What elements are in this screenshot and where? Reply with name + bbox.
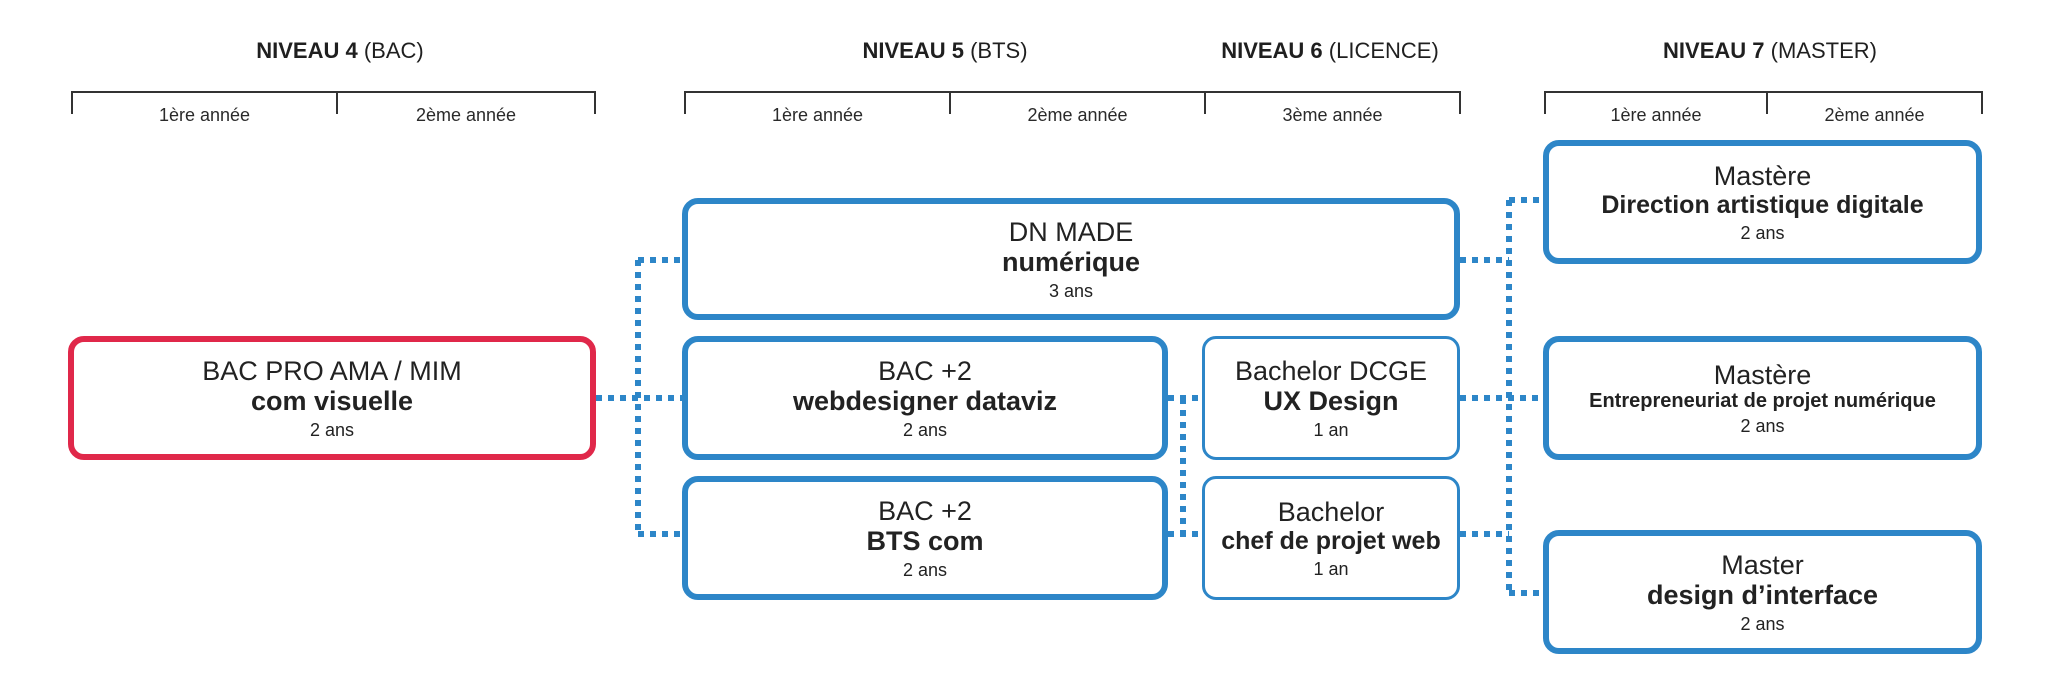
box-bachelor-chef: Bachelor chef de projet web 1 an <box>1202 476 1460 600</box>
level-5-paren: (BTS) <box>970 38 1028 63</box>
mastere-da-subtitle: Direction artistique digitale <box>1601 191 1924 220</box>
mastere-entre-subtitle: Entrepreneuriat de projet numérique <box>1589 389 1936 412</box>
year-label-n4-1: 1ère année <box>158 105 251 125</box>
box-bachelor-dcge: Bachelor DCGE UX Design 1 an <box>1202 336 1460 460</box>
bac2-webdesigner-subtitle: webdesigner dataviz <box>792 385 1058 416</box>
level-6-bold: NIVEAU 6 <box>1221 38 1323 63</box>
master-design-subtitle: design d’interface <box>1646 579 1879 610</box>
year-label-n7-2: 2ème année <box>1824 105 1925 125</box>
box-mastere-entre: Mastère Entrepreneuriat de projet numéri… <box>1543 336 1982 460</box>
mastere-entre-duration: 2 ans <box>1740 416 1785 437</box>
dn-made-subtitle: numérique <box>1001 246 1141 277</box>
dn-made-duration: 3 ans <box>1048 281 1094 302</box>
mastere-da-title: Mastère <box>1713 160 1812 191</box>
bachelor-dcge-subtitle: UX Design <box>1263 385 1399 416</box>
level-5-bold: NIVEAU 5 <box>862 38 964 63</box>
bac2-bts-subtitle: BTS com <box>866 525 984 556</box>
box-bac2-bts: BAC +2 BTS com 2 ans <box>682 476 1168 600</box>
year-label-n6-3: 3ème année <box>1282 105 1383 125</box>
box-bac-pro: BAC PRO AMA / MIM com visuelle 2 ans <box>68 336 596 460</box>
bachelor-dcge-duration: 1 an <box>1313 420 1349 441</box>
year-label-n4-2: 2ème année <box>415 105 517 125</box>
level-4-paren: (BAC) <box>363 38 424 63</box>
level-heading-5: NIVEAU 5 (BTS) <box>810 38 1080 70</box>
dn-made-title: DN MADE <box>1008 216 1134 247</box>
bac-pro-title: BAC PRO AMA / MIM <box>202 355 462 386</box>
master-design-title: Master <box>1721 549 1804 580</box>
bac-pro-duration: 2 ans <box>309 420 355 441</box>
bac2-webdesigner-duration: 2 ans <box>902 420 948 441</box>
bachelor-dcge-title: Bachelor DCGE <box>1234 355 1428 386</box>
level-7-bold: NIVEAU 7 <box>1663 38 1765 63</box>
box-mastere-da: Mastère Direction artistique digitale 2 … <box>1543 140 1982 264</box>
bac2-bts-title: BAC +2 <box>878 495 972 526</box>
bac2-bts-duration: 2 ans <box>902 560 948 581</box>
year-label-n5-1: 1ère année <box>771 105 864 125</box>
mastere-entre-title: Mastère <box>1713 359 1812 390</box>
box-bac2-webdesigner: BAC +2 webdesigner dataviz 2 ans <box>682 336 1168 460</box>
level-7-paren: (MASTER) <box>1770 38 1877 63</box>
bac2-webdesigner-title: BAC +2 <box>878 355 972 386</box>
box-dn-made: DN MADE numérique 3 ans <box>682 198 1460 320</box>
level-6-paren: (LICENCE) <box>1328 38 1439 63</box>
master-design-duration: 2 ans <box>1740 614 1785 635</box>
bachelor-chef-title: Bachelor <box>1277 496 1385 527</box>
bac-pro-subtitle: com visuelle <box>250 385 414 416</box>
bachelor-chef-subtitle: chef de projet web <box>1221 527 1441 556</box>
bachelor-chef-duration: 1 an <box>1313 559 1349 580</box>
timeline-brackets <box>71 91 1983 114</box>
level-heading-4: NIVEAU 4 (BAC) <box>190 38 490 70</box>
year-label-n7-1: 1ère année <box>1610 105 1702 125</box>
level-heading-7: NIVEAU 7 (MASTER) <box>1620 38 1920 70</box>
level-4-bold: NIVEAU 4 <box>256 38 358 63</box>
mastere-da-duration: 2 ans <box>1740 223 1785 244</box>
year-label-n5-2: 2ème année <box>1027 105 1128 125</box>
level-heading-6: NIVEAU 6 (LICENCE) <box>1170 38 1490 70</box>
box-master-design: Master design d’interface 2 ans <box>1543 530 1982 654</box>
dotted-connectors <box>596 197 1543 596</box>
